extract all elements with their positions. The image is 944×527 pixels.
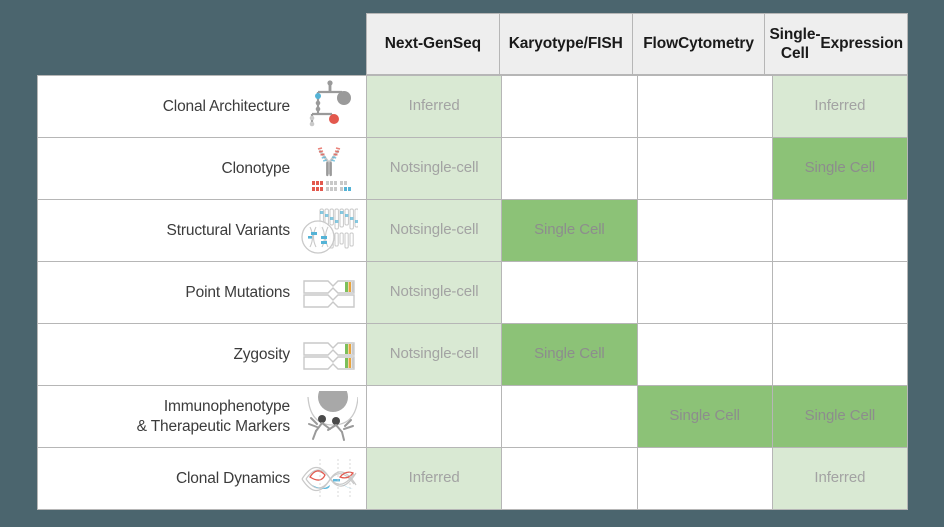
- matrix-cell-structural-variants-flow[interactable]: [637, 200, 773, 262]
- matrix-cell-immunophenotype-therapeutic-markers-ngs[interactable]: [367, 386, 503, 448]
- text-line: Cytometry: [678, 35, 754, 53]
- row-label-text: Immunophenotype& Therapeutic Markers: [137, 397, 298, 436]
- text-line: Not: [389, 345, 413, 363]
- text-line: Inferred: [408, 469, 460, 487]
- text-line: Not: [389, 159, 413, 177]
- text-line: Single Cell: [534, 345, 605, 363]
- matrix-cell-point-mutations-karyotype[interactable]: [502, 262, 638, 324]
- row-label-text: Point Mutations: [185, 283, 298, 302]
- matrix-cell-structural-variants-karyotype[interactable]: Single Cell: [502, 200, 638, 262]
- text-line: Clonal Dynamics: [175, 469, 290, 487]
- matrix-cell-zygosity-scexpr[interactable]: [772, 324, 908, 386]
- text-line: Clonal Architecture: [162, 97, 290, 115]
- text-line: Not: [389, 221, 413, 239]
- karyotype-chromosomes-icon: [298, 203, 360, 259]
- text-line: single-cell: [412, 159, 479, 177]
- matrix-cell-clonal-architecture-scexpr[interactable]: Inferred: [772, 76, 908, 138]
- matrix-row-clonal-dynamics: Inferred Inferred: [367, 448, 908, 510]
- text-line: & Therapeutic Markers: [136, 417, 291, 435]
- row-label-clonal-architecture: Clonal Architecture: [38, 76, 366, 138]
- row-label-text: Zygosity: [233, 345, 298, 364]
- matrix-cell-clonal-dynamics-ngs[interactable]: Inferred: [367, 448, 503, 510]
- matrix-cell-immunophenotype-therapeutic-markers-scexpr[interactable]: Single Cell: [772, 386, 908, 448]
- text-line: Seq: [452, 35, 482, 53]
- phylogenetic-tree-icon: [298, 79, 360, 135]
- text-line: Structural Variants: [166, 221, 291, 239]
- matrix-cell-clonal-architecture-ngs[interactable]: Inferred: [367, 76, 503, 138]
- row-label-clonal-dynamics: Clonal Dynamics: [38, 448, 366, 510]
- text-line: Clonotype: [221, 159, 291, 177]
- matrix-cell-point-mutations-scexpr[interactable]: [772, 262, 908, 324]
- text-line: single-cell: [412, 221, 479, 239]
- text-line: Single Cell: [804, 159, 876, 177]
- row-label-zygosity: Zygosity: [38, 324, 366, 386]
- matrix-cell-clonal-dynamics-flow[interactable]: [637, 448, 773, 510]
- row-label-text: Clonal Architecture: [163, 97, 298, 116]
- text-line: Inferred: [814, 97, 866, 115]
- antibody-receptor-icon: [298, 141, 360, 197]
- matrix-cell-clonotype-karyotype[interactable]: [502, 138, 638, 200]
- row-label-text: Clonal Dynamics: [176, 469, 298, 488]
- matrix-cell-clonal-architecture-flow[interactable]: [637, 76, 773, 138]
- column-header-karyotype: Karyotype/FISH: [500, 14, 633, 74]
- text-line: Single Cell: [804, 407, 876, 425]
- text-line: Karyotype/: [508, 35, 588, 53]
- matrix-row-clonal-architecture: Inferred Inferred: [367, 76, 908, 138]
- text-line: Single Cell: [669, 407, 740, 425]
- row-label-point-mutations: Point Mutations: [38, 262, 366, 324]
- row-label-structural-variants: Structural Variants: [38, 200, 366, 262]
- matrix-row-immunophenotype-therapeutic-markers: Single Cell Single Cell: [367, 386, 908, 448]
- text-line: FISH: [587, 35, 623, 53]
- fishplot-clonal-dynamics-icon: [298, 451, 360, 507]
- text-line: Point Mutations: [185, 283, 290, 301]
- matrix-cell-immunophenotype-therapeutic-markers-flow[interactable]: Single Cell: [637, 386, 773, 448]
- matrix-cell-clonotype-scexpr[interactable]: Single Cell: [772, 138, 908, 200]
- row-label-text: Structural Variants: [167, 221, 299, 240]
- text-line: Single Cell: [534, 221, 605, 239]
- row-label-text: Clonotype: [222, 159, 298, 178]
- text-line: Expression: [820, 35, 903, 53]
- text-line: Single-Cell: [769, 25, 821, 62]
- matrix-cell-zygosity-flow[interactable]: [637, 324, 773, 386]
- matrix-cell-clonal-dynamics-karyotype[interactable]: [502, 448, 638, 510]
- row-label-immunophenotype-therapeutic-markers: Immunophenotype& Therapeutic Markers: [38, 386, 366, 448]
- text-line: Inferred: [408, 97, 460, 115]
- matrix-cell-clonal-dynamics-scexpr[interactable]: Inferred: [772, 448, 908, 510]
- matrix-cell-structural-variants-scexpr[interactable]: [772, 200, 908, 262]
- text-line: Immunophenotype: [163, 398, 290, 416]
- row-label-clonotype: Clonotype: [38, 138, 366, 200]
- text-line: Next-Gen: [384, 35, 453, 53]
- text-line: single-cell: [412, 283, 479, 301]
- matrix-cell-zygosity-karyotype[interactable]: Single Cell: [502, 324, 638, 386]
- chromosome-pair-both-variant-icon: [298, 327, 360, 383]
- matrix-cell-point-mutations-flow[interactable]: [637, 262, 773, 324]
- chromosome-pair-single-variant-icon: [298, 265, 360, 321]
- text-line: Zygosity: [233, 345, 290, 363]
- text-line: Not: [389, 283, 413, 301]
- matrix-cell-immunophenotype-therapeutic-markers-karyotype[interactable]: [502, 386, 638, 448]
- matrix-cell-clonotype-flow[interactable]: [637, 138, 773, 200]
- text-line: single-cell: [412, 345, 479, 363]
- text-line: Inferred: [814, 469, 866, 487]
- matrix-cell-clonal-architecture-karyotype[interactable]: [502, 76, 638, 138]
- row-label-column: Clonal Architecture Clonotype: [37, 75, 367, 510]
- cell-surface-marker-antibody-icon: [298, 389, 360, 445]
- text-line: Flow: [643, 35, 679, 53]
